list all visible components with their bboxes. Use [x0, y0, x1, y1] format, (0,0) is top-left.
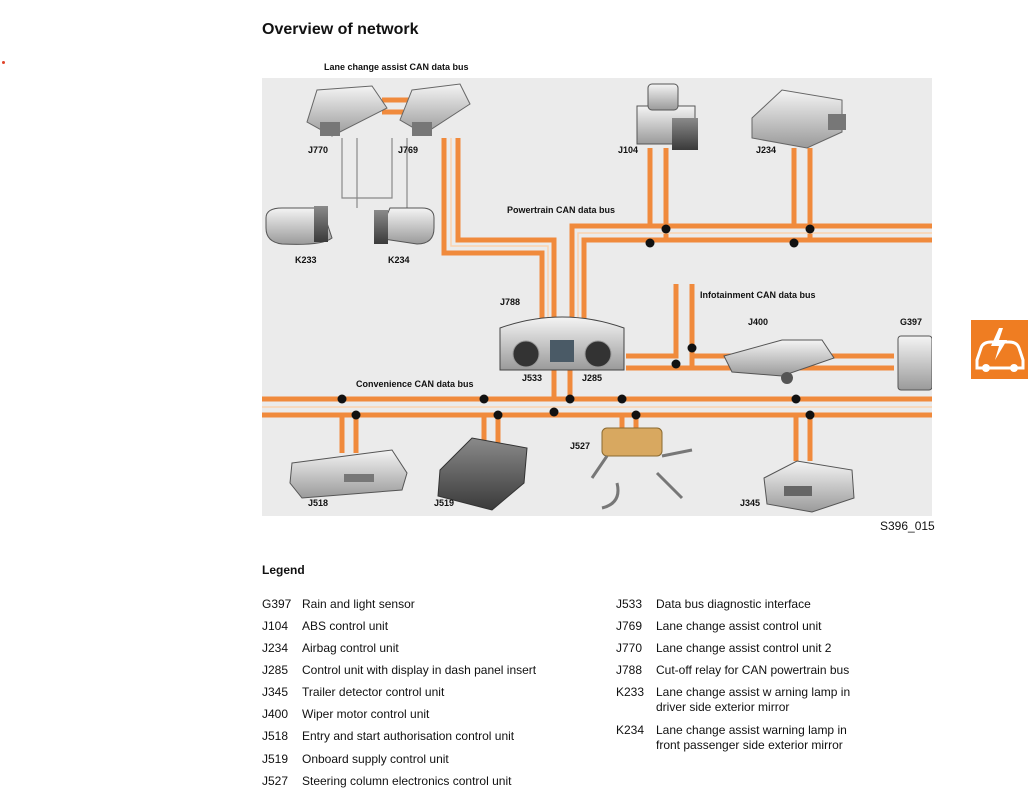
k234-mirror: [374, 207, 435, 245]
legend-description: Steering column electronics control unit: [302, 774, 512, 788]
legend-description: Entry and start authorisation control un…: [302, 729, 515, 743]
j770-control-unit: [306, 85, 388, 137]
j769-label: J769: [398, 145, 418, 155]
powertrain-bus-label: Powertrain CAN data bus: [507, 205, 615, 215]
j518-label: J518: [308, 498, 328, 508]
j788-label: J788: [500, 297, 520, 307]
j533-label: J533: [522, 373, 542, 383]
legend-description: Wiper motor control unit: [302, 707, 430, 721]
electrical-section-tab[interactable]: [971, 320, 1028, 379]
legend-description: Lane change assist control unit: [656, 619, 822, 633]
legend-code: J518: [262, 729, 289, 743]
j234-label: J234: [756, 145, 776, 155]
j234-airbag-unit: [751, 89, 846, 149]
k233-mirror: [265, 206, 333, 245]
legend-description-line2: driver side exterior mirror: [656, 700, 790, 714]
infotainment-bus-label: Infotainment CAN data bus: [700, 290, 816, 300]
legend-description: Airbag control unit: [302, 641, 399, 655]
legend-code: J533: [616, 597, 643, 611]
j345-trailer-detector-unit: [763, 460, 855, 513]
j285-label: J285: [582, 373, 602, 383]
legend-description: Rain and light sensor: [302, 597, 415, 611]
legend-description: Cut-off relay for CAN powertrain bus: [656, 663, 850, 677]
legend-code: J104: [262, 619, 289, 633]
legend-title: Legend: [262, 563, 305, 577]
k234-label: K234: [388, 255, 410, 265]
lane-change-bus-heading: Lane change assist CAN data bus: [324, 62, 469, 72]
legend-code: J770: [616, 641, 643, 655]
j104-label: J104: [618, 145, 638, 155]
legend-code: K233: [616, 685, 645, 699]
j770-label: J770: [308, 145, 328, 155]
legend-code: G397: [262, 597, 292, 611]
j519-onboard-supply-unit: [437, 437, 528, 511]
legend-code: J285: [262, 663, 289, 677]
legend-code: J234: [262, 641, 289, 655]
legend-code: J400: [262, 707, 289, 721]
k233-label: K233: [295, 255, 317, 265]
j518-entry-start-unit: [289, 449, 408, 499]
legend-description: Lane change assist w arning lamp in: [656, 685, 851, 699]
network-diagram-svg: Lane change assist CAN data bus Powertra…: [262, 83, 932, 513]
g397-label: G397: [900, 317, 922, 327]
j527-steering-column-unit: [590, 427, 693, 510]
legend-description: Control unit with display in dash panel …: [302, 663, 537, 677]
network-diagram: Lane change assist CAN data bus Powertra…: [262, 78, 932, 516]
legend-description: Trailer detector control unit: [302, 685, 445, 699]
mirror-wires: [341, 138, 408, 208]
legend-description: Lane change assist warning lamp in: [656, 723, 847, 737]
j519-label: J519: [434, 498, 454, 508]
legend-description: Data bus diagnostic interface: [656, 597, 811, 611]
red-dot-marker: [2, 61, 5, 64]
legend-description: Lane change assist control unit 2: [656, 641, 832, 655]
legend-description: ABS control unit: [302, 619, 389, 633]
car-electrical-icon: [975, 328, 1025, 372]
j400-label: J400: [748, 317, 768, 327]
j345-label: J345: [740, 498, 760, 508]
j527-label: J527: [570, 441, 590, 451]
j104-abs-unit: [636, 83, 698, 150]
legend-code: J769: [616, 619, 643, 633]
legend-description: Onboard supply control unit: [302, 752, 449, 766]
j400-wiper-motor: [723, 339, 835, 384]
bus-wires-inner: [262, 138, 932, 408]
legend-description-line2: front passenger side exterior mirror: [656, 738, 843, 752]
j285-dash-panel-insert: [499, 316, 625, 371]
convenience-bus-label: Convenience CAN data bus: [356, 379, 474, 389]
j769-control-unit: [399, 83, 471, 136]
legend-code: J788: [616, 663, 643, 677]
figure-reference: S396_015: [880, 519, 935, 533]
legend-code: J345: [262, 685, 289, 699]
legend-code: K234: [616, 723, 645, 737]
legend-code: J527: [262, 774, 289, 788]
g397-rain-light-sensor: [897, 335, 932, 391]
page-title: Overview of network: [262, 21, 419, 38]
legend-code: J519: [262, 752, 289, 766]
bus-junction-dots: [337, 224, 815, 420]
